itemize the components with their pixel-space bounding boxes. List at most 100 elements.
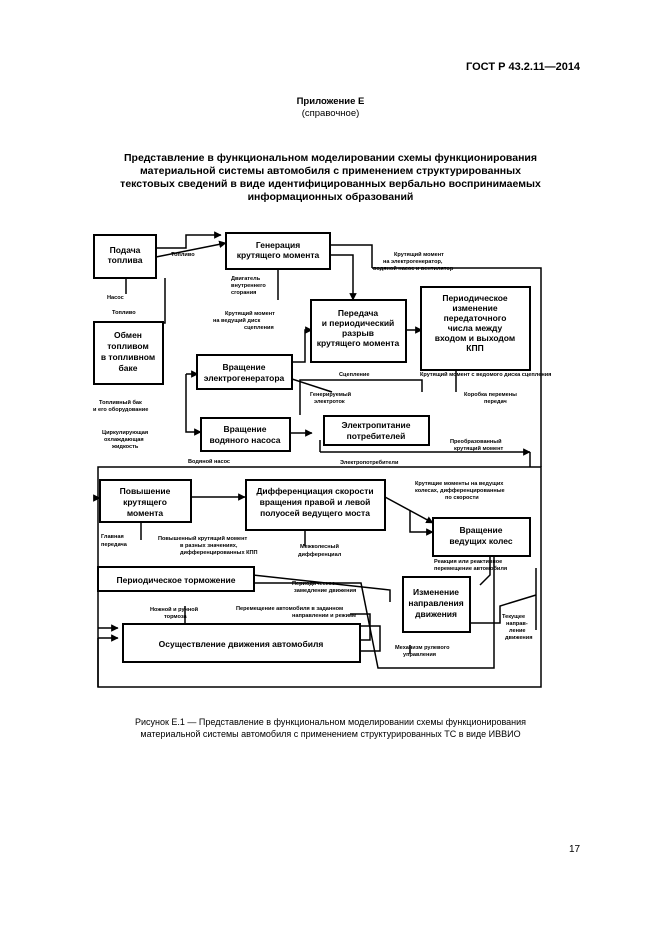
box-label: входом и выходом [435, 333, 515, 343]
box-label: Осуществление движения автомобиля [159, 639, 324, 649]
annotation: тормоза [164, 614, 188, 620]
box-label: Генерация [256, 240, 300, 250]
annotation: водяной насос и вентилятор [373, 265, 454, 272]
box-torque-boost [99, 479, 192, 523]
appendix-note: (справочное) [301, 108, 360, 119]
annotation: Крутящий момент с ведомого диска сцеплен… [420, 371, 551, 378]
box-label: Повышение [120, 486, 171, 496]
annotation: передача [101, 542, 128, 548]
standard-number: ГОСТ Р 43.2.11—2014 [466, 61, 581, 73]
box-label: полуосей ведущего моста [260, 508, 370, 518]
box-torque-transmission [310, 299, 407, 363]
box-wheel-rotation [432, 517, 531, 557]
annotation: электроток [314, 399, 345, 405]
figure-caption: Рисунок Е.1 — Представление в функционал… [70, 716, 591, 740]
annotation: Главная [101, 534, 124, 540]
annotation: Насос [107, 295, 124, 301]
box-label: крутящего [123, 497, 167, 507]
annotation: движения [505, 635, 533, 641]
annotation: Межколесный [300, 543, 339, 550]
annotation: Генерируемый [310, 391, 352, 398]
box-label: числа между [448, 323, 503, 333]
box-label: изменение [452, 303, 497, 313]
annotation: управления [403, 652, 436, 658]
annotation: направлении и режиме [292, 613, 356, 619]
annotation: Коробка перемены [464, 391, 517, 398]
annotation: дифференцированных КПП [180, 549, 258, 556]
annotation: сгорания [231, 290, 256, 296]
annotation: Двигатель [231, 276, 261, 282]
annotation: Крутящий момент [225, 310, 275, 317]
box-label: КПП [466, 343, 483, 353]
box-generator-rotation [196, 354, 293, 390]
annotation: крутящий момент [454, 445, 504, 452]
title-line: материальной системы автомобиля с примен… [140, 165, 521, 177]
caption-line: материальной системы автомобиля с примен… [140, 729, 521, 739]
caption-line: Рисунок Е.1 — Представление в функционал… [134, 717, 527, 727]
annotation: и его оборудование [93, 406, 148, 413]
box-gearbox-ratio [420, 286, 531, 371]
box-label: ведущих колес [449, 536, 513, 546]
box-vehicle-motion [122, 623, 361, 663]
annotation: Преобразованный [450, 438, 502, 445]
box-label: крутящего момента [317, 338, 400, 348]
box-fuel-exchange [93, 321, 164, 385]
connectors [93, 231, 542, 687]
box-label: вращения правой и левой [260, 497, 371, 507]
annotation: Ножной и ручной [150, 606, 199, 613]
box-water-pump-rotation [200, 417, 291, 452]
box-label: Дифференциация скорости [256, 486, 373, 496]
box-label: Вращение [459, 525, 502, 535]
box-label: и периодический [322, 318, 395, 328]
box-label: водяного насоса [209, 435, 280, 445]
box-label: Периодическое [442, 293, 508, 303]
annotation: ление [509, 628, 526, 634]
box-label: в топливном [101, 352, 155, 362]
annotation: Перемещение автомобиля в заданном [236, 605, 343, 612]
annotation: дифференциал [298, 551, 342, 558]
page-number: 17 [569, 844, 581, 855]
annotation: Водяной насос [188, 458, 230, 465]
box-label: баке [119, 363, 138, 373]
annotation: Крутящие моменты на ведущих [415, 481, 504, 487]
annotation: внутреннего [231, 283, 266, 289]
annotation: передач [484, 399, 507, 405]
box-label: крутящего момента [237, 250, 320, 260]
box-periodic-braking [97, 566, 255, 592]
box-label: потребителей [347, 431, 406, 441]
document-title: Представление в функциональном моделиров… [70, 152, 591, 204]
annotation: Текущее [502, 614, 525, 620]
box-torque-generation [225, 232, 331, 270]
box-label: топливом [107, 341, 148, 351]
annotation: Электропотребители [340, 459, 399, 466]
title-line: текстовых сведений в виде идентифицирова… [120, 178, 541, 190]
box-label: Передача [338, 308, 379, 318]
annotation: Крутящий момент [394, 251, 444, 258]
box-direction-change [402, 576, 471, 633]
annotation: в разных значениях, [180, 543, 238, 549]
annotation: Топливо [171, 252, 195, 258]
box-differential [245, 479, 386, 531]
annotation: Реакция или реактивное [434, 559, 502, 565]
box-fuel-supply [93, 234, 157, 279]
box-label: передаточного [444, 313, 507, 323]
title-line: информационных образований [247, 191, 414, 203]
annotation: жидкость [111, 444, 139, 450]
box-label: Электропитание [342, 420, 411, 430]
annotation: на электрогенератор, [383, 259, 443, 265]
annotation: Топливо [112, 310, 136, 316]
annotation: колесах, дифференцированные [415, 487, 505, 494]
box-label: момента [127, 508, 164, 518]
box-label: разрыв [342, 328, 374, 338]
annotation: Циркулирующая [102, 430, 148, 436]
box-label: Вращение [223, 424, 266, 434]
appendix-heading: Приложение Е [296, 96, 365, 107]
annotation: Повышенный крутящий момент [158, 535, 247, 542]
box-label: направления [408, 598, 463, 608]
box-label: Изменение [413, 587, 459, 597]
box-labels: Подача топлива Генерация крутящего момен… [101, 240, 515, 649]
annotation: замедление движения [294, 588, 356, 594]
annotation: Топливный бак [99, 399, 142, 406]
box-label: Вращение [222, 362, 265, 372]
